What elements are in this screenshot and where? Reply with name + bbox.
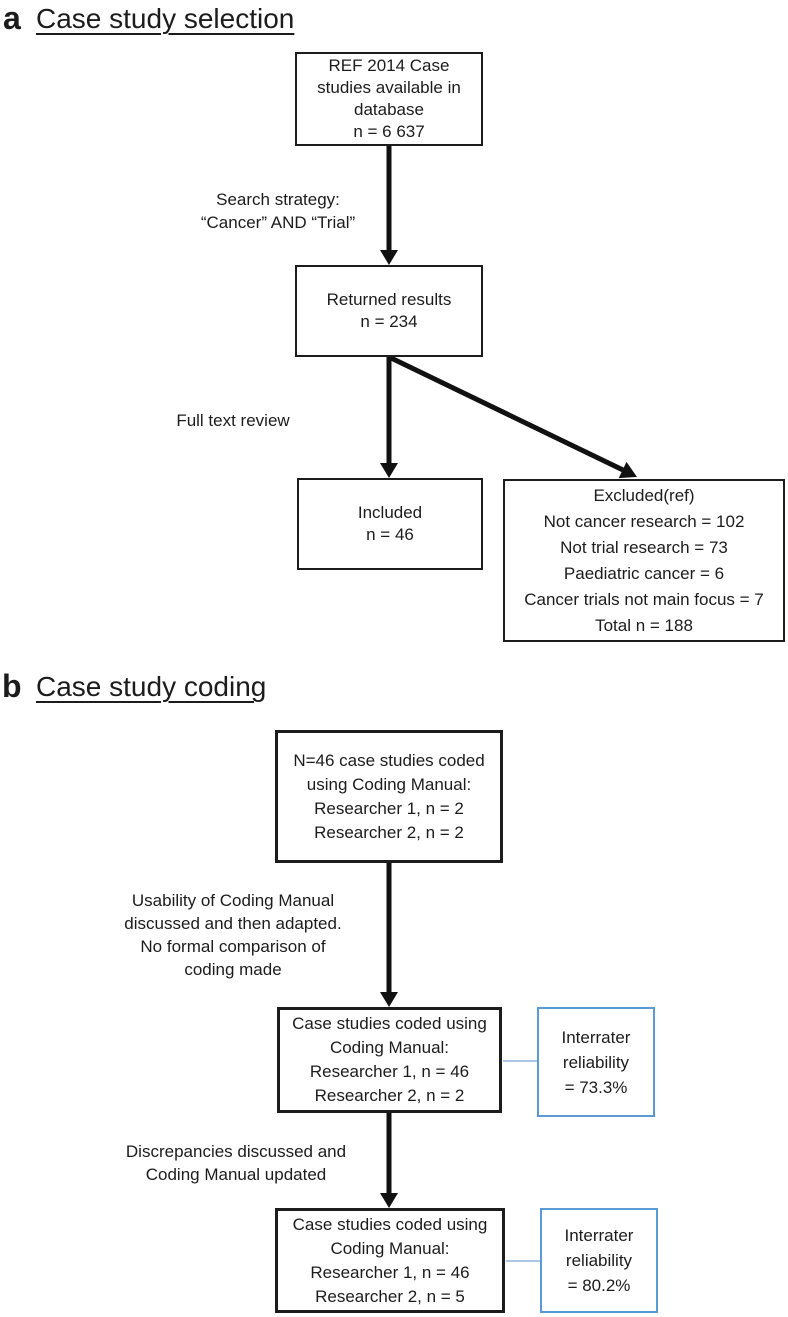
panel-a-heading: Case study selection [36,3,295,34]
panel-b-label: b [2,668,22,704]
panel-b-heading: Case study coding [36,671,267,702]
edge-label-search-strategy: Search strategy:“Cancer” AND “Trial” [200,190,356,232]
arrow-returned-to-excluded [387,354,637,479]
panel-a-label: a [3,0,21,36]
arrow-returned-to-included [380,357,398,478]
arrow-initial-to-second-coding [380,863,398,1007]
edge-label-full-text-review: Full text review [176,411,290,430]
arrow-second-to-third-coding [380,1113,398,1208]
